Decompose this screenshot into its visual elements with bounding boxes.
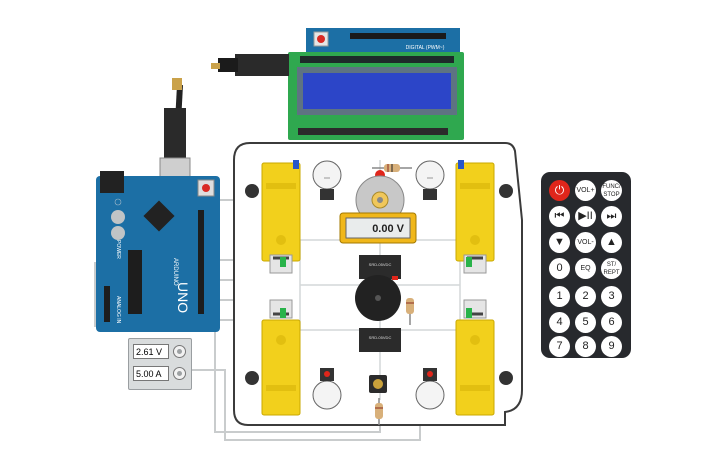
green-led [466, 308, 472, 318]
blue-led [458, 160, 464, 169]
remote-button-9[interactable]: 9 [601, 336, 622, 357]
skip-forward-icon[interactable]: ⏭ [601, 206, 622, 227]
light-bulb[interactable] [415, 368, 445, 410]
green-led [280, 257, 286, 267]
power-supply[interactable]: 2.61 V 5.00 A [128, 338, 192, 390]
remote-button-0[interactable]: 0 [549, 258, 570, 279]
power-icon[interactable]: ⏻ [549, 180, 570, 201]
current-readout: 5.00 A [133, 366, 169, 381]
remote-button-3[interactable]: 3 [601, 286, 622, 307]
resistor [375, 398, 383, 425]
voltmeter[interactable]: 0.00 V [339, 212, 417, 244]
piezo-buzzer[interactable] [355, 275, 401, 321]
remote-button-8[interactable]: 8 [575, 336, 596, 357]
dc-motor[interactable] [355, 175, 405, 225]
skip-back-icon[interactable]: ⏮ [549, 206, 570, 227]
voltage-knob[interactable] [173, 345, 186, 358]
green-led [466, 257, 472, 267]
voltage-readout: 2.61 V [133, 344, 169, 359]
arduino-brand: ARDUINO [172, 258, 178, 286]
relay-label: SRD-05VDC [369, 335, 392, 340]
remote-button-vol-[interactable]: VOL- [575, 232, 596, 253]
usb-cable [211, 54, 289, 76]
green-led [280, 308, 286, 318]
remote-button-2[interactable]: 2 [575, 286, 596, 307]
remote-button-func-stop[interactable]: FUNC/ STOP [601, 180, 622, 201]
arduino-analog-label: ANALOG IN [115, 296, 121, 324]
arduino-power-label: POWER [115, 240, 121, 259]
remote-button-6[interactable]: 6 [601, 312, 622, 333]
remote-button-5[interactable]: 5 [575, 312, 596, 333]
remote-button-eq[interactable]: EQ [575, 258, 596, 279]
remote-button-st-rept[interactable]: ST/ REPT [601, 258, 622, 279]
current-knob[interactable] [173, 367, 186, 380]
resistor [372, 164, 412, 172]
shield-digital-label: DIGITAL (PWM~) [406, 45, 445, 51]
voltmeter-reading: 0.00 V [372, 223, 404, 235]
resistor [406, 298, 414, 325]
lcd-shield[interactable]: DIGITAL (PWM~) [306, 28, 460, 56]
remote-button-4[interactable]: 4 [549, 312, 570, 333]
down-icon[interactable]: ▼ [549, 232, 570, 253]
lcd-display[interactable] [288, 52, 464, 140]
relay-label: SRD-05VDC [369, 262, 392, 267]
remote-button-vol-[interactable]: VOL+ [575, 180, 596, 201]
usb-cable [159, 78, 191, 191]
light-bulb[interactable] [415, 160, 445, 200]
up-icon[interactable]: ▲ [601, 232, 622, 253]
motor-front-left[interactable] [261, 162, 301, 274]
play-pause-icon[interactable]: ▶II [575, 206, 596, 227]
blue-led [293, 160, 299, 169]
remote-button-1[interactable]: 1 [549, 286, 570, 307]
remote-button-7[interactable]: 7 [549, 336, 570, 357]
relay[interactable]: SRD-05VDC [359, 328, 401, 352]
light-bulb[interactable] [312, 160, 342, 200]
light-bulb[interactable] [312, 368, 342, 410]
motor-rear-left[interactable] [261, 299, 301, 416]
relay[interactable]: SRD-05VDC [359, 255, 401, 279]
arduino-model: UNO [175, 282, 191, 313]
arduino-uno-board[interactable]: ARDUINO UNO POWER ANALOG IN [96, 171, 220, 332]
motor-front-right[interactable] [455, 162, 495, 274]
ir-receiver[interactable] [369, 375, 387, 393]
